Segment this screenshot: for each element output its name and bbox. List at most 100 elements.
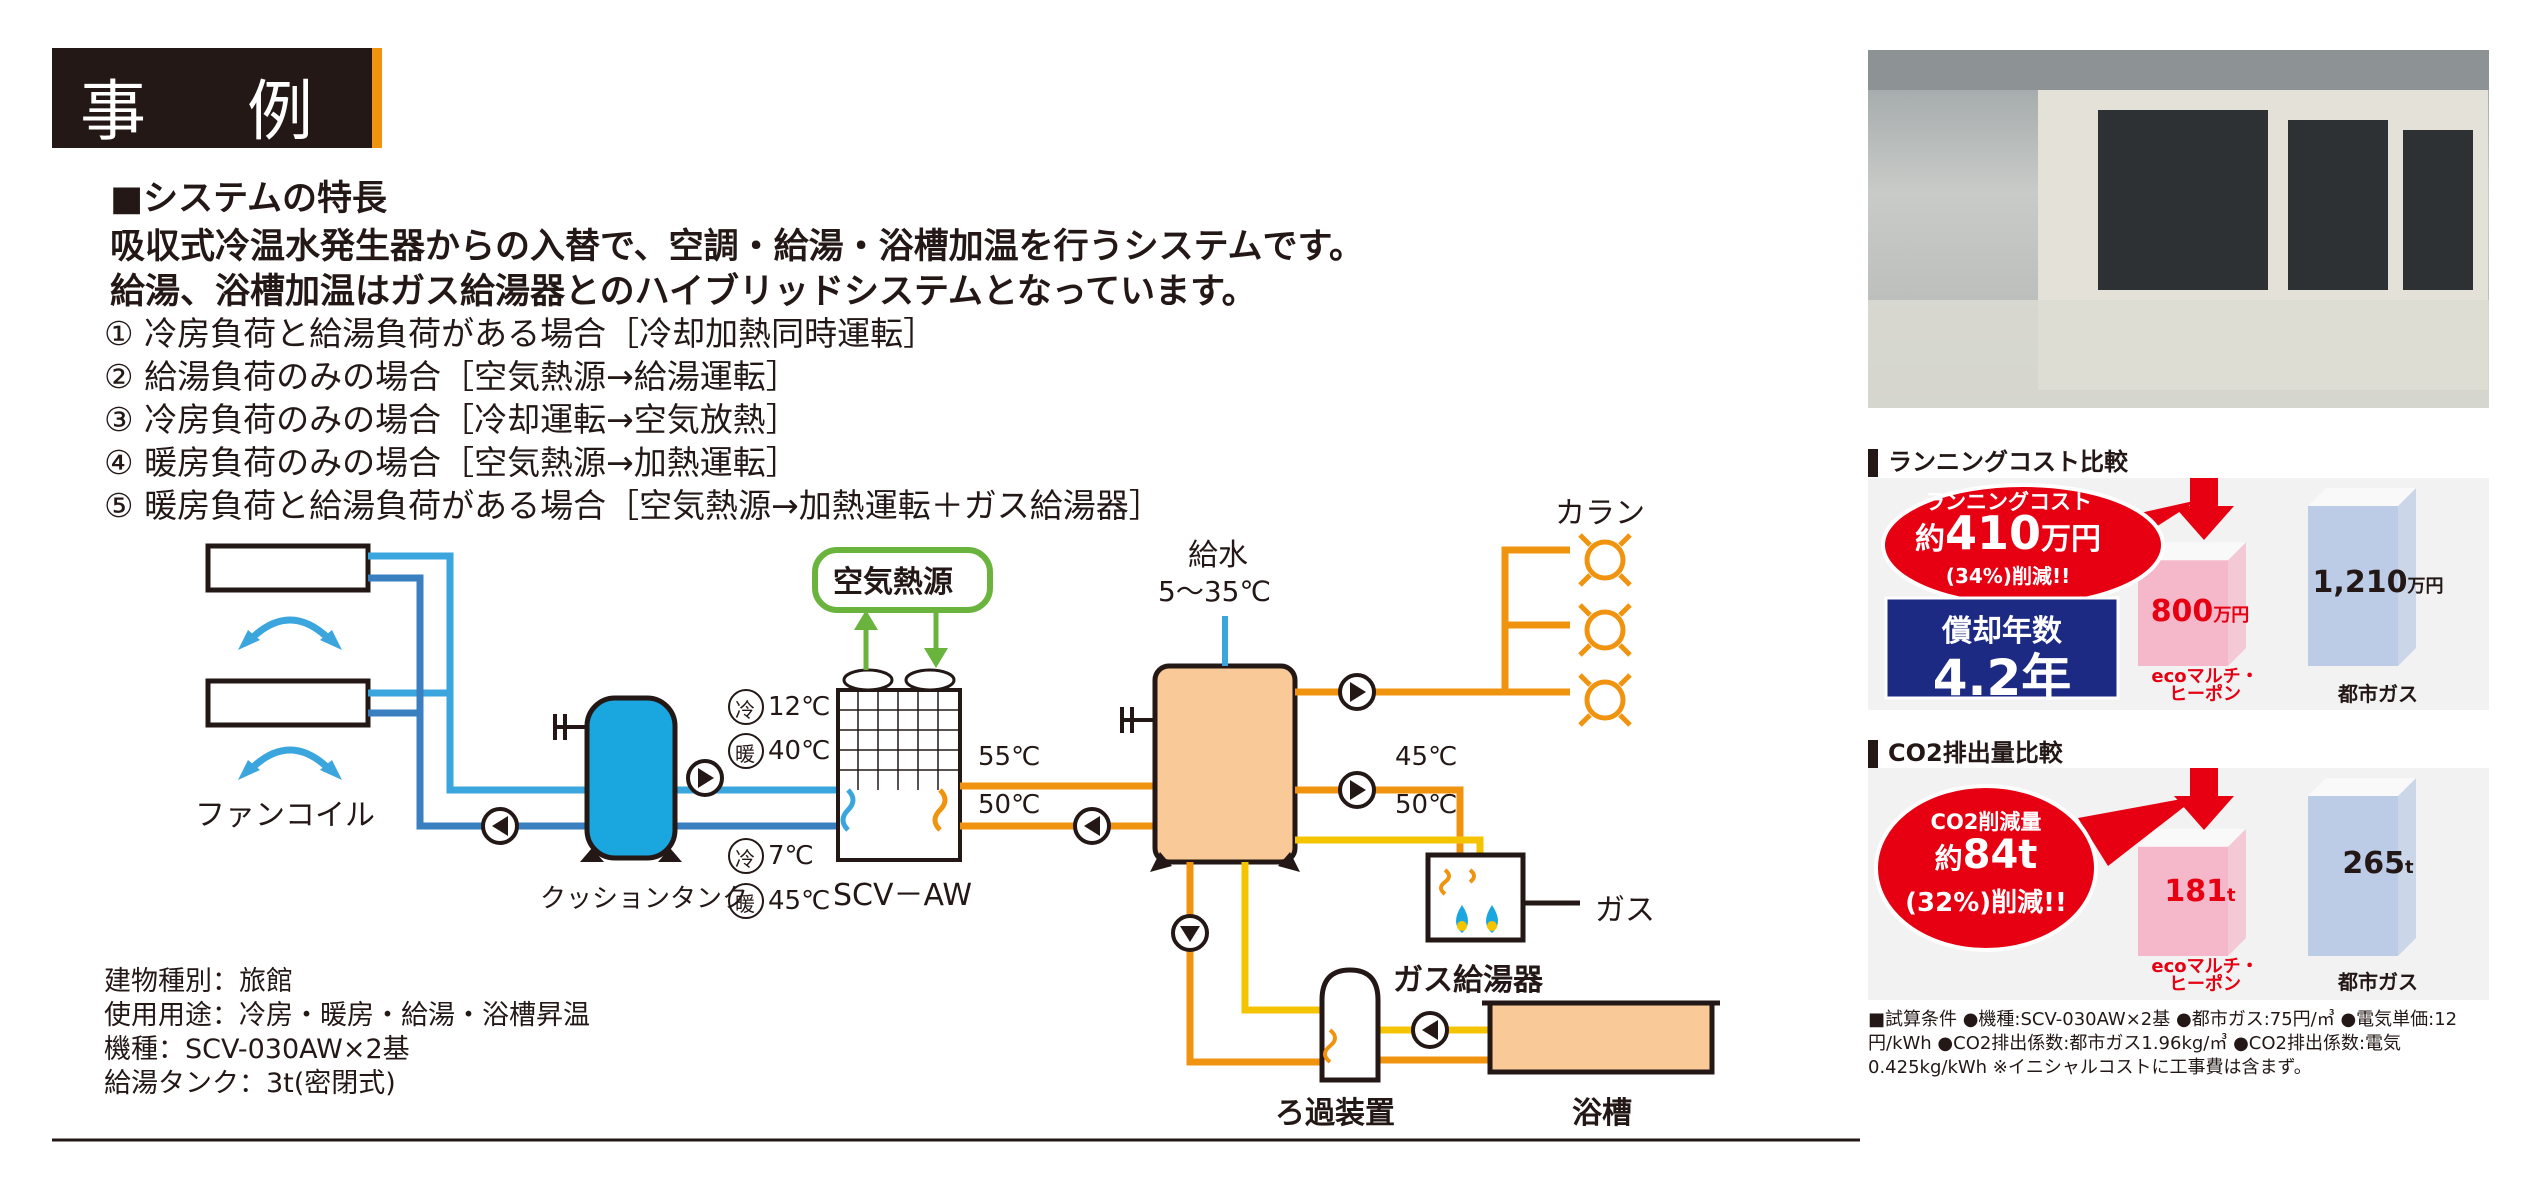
- building-tank: 給湯タンク：3t(密閉式): [104, 1068, 396, 1099]
- warm-mark: 暖: [735, 892, 755, 916]
- pump-icon: [1338, 673, 1376, 711]
- faucet-icon: [1578, 533, 1632, 587]
- reduction-arrow-icon: [2174, 478, 2234, 540]
- features-heading: ■システムの特長: [110, 179, 388, 219]
- warm-40-temp: 40℃: [768, 736, 831, 766]
- eco-cost-bar-top: [2138, 542, 2246, 561]
- gas-co2-label: 都市ガス: [2338, 970, 2418, 994]
- gas-heater: [1425, 852, 1526, 943]
- faucet-pipes: [1295, 546, 1570, 696]
- running-cost-chart: [1881, 478, 2416, 700]
- system-diagram: [52, 533, 1860, 1142]
- cool-mark: 冷: [735, 698, 755, 722]
- cushion-tank: [584, 695, 678, 861]
- hot-water-tank: [1152, 663, 1298, 865]
- features-line-2: 給湯、浴槽加温はガス給湯器とのハイブリッドシステムとなっています。: [110, 272, 1257, 312]
- gas-co2-bar-top: [2308, 778, 2416, 796]
- tank-valve-icon: [1120, 707, 1155, 733]
- calc-conditions-note: ■試算条件 ●機種:SCV-030AW×2基 ●都市ガス:75円/㎥ ●電気単価…: [1868, 1009, 2458, 1078]
- air-flow-arrows: [863, 610, 939, 670]
- co2-bubble-percent: (32%)削減!!: [1905, 888, 2067, 918]
- pump-icon: [1338, 771, 1376, 809]
- fan-icon: [842, 668, 894, 692]
- gas-cost-bar-top: [2308, 488, 2416, 506]
- pump-icon: [1171, 914, 1209, 952]
- gas-co2-bar: [2308, 796, 2398, 956]
- mode-1: ① 冷房負荷と給湯負荷がある場合［冷却加熱同時運転］: [104, 314, 937, 353]
- eco-label: ecoマルチ・ヒーポン: [2151, 666, 2259, 705]
- water-temp-label: 5〜35℃: [1158, 575, 1271, 608]
- bathtub: [1487, 1003, 1715, 1075]
- pump-icon: [481, 807, 519, 845]
- bathtub-label: 浴槽: [1572, 1096, 1632, 1131]
- bubble-amount: 約410万円: [1914, 506, 2102, 560]
- gas-label: ガス: [1595, 893, 1655, 928]
- temp-45: 45℃: [1395, 742, 1458, 772]
- airflow-arrowheads: [238, 630, 342, 780]
- hot-water-pipes: [960, 782, 1155, 830]
- gas-co2-bar-side: [2398, 778, 2416, 956]
- temp-50b: 50℃: [1395, 790, 1458, 820]
- gas-label: 都市ガス: [2338, 682, 2418, 706]
- flame-icon: [1456, 905, 1498, 933]
- eco-co2-bar-side: [2228, 828, 2246, 956]
- tank-valve-icon: [553, 714, 587, 740]
- eco-co2-bar: [2138, 846, 2228, 956]
- air-source-box: [812, 547, 993, 613]
- warm-mark: 暖: [735, 742, 755, 766]
- fan-coil-unit-2: [205, 678, 371, 728]
- pump-icon: [1073, 807, 1111, 845]
- section-header: 事 例: [52, 48, 382, 150]
- airflow-icon: [247, 616, 333, 773]
- scv-coil-grid: [838, 690, 960, 790]
- faucet-icon: [1578, 673, 1632, 727]
- fan-coil-label: ファンコイル: [195, 798, 375, 833]
- water-supply-label: 給水: [1188, 538, 1248, 573]
- gas-cost-value: 1,210万円: [2312, 565, 2444, 600]
- cushion-tank-label: クッションタンク: [540, 884, 749, 914]
- running-cost-heading: ランニングコスト比較: [1868, 442, 2128, 477]
- eco-cost-bar-side: [2228, 542, 2246, 666]
- equipment-photo: [1868, 50, 2489, 408]
- payback-years: 4.2年: [1932, 649, 2072, 707]
- eco-co2-bar-top: [2138, 828, 2246, 847]
- co2-bubble-label: CO2削減量: [1930, 810, 2042, 834]
- bubble-percent: (34%)削減!!: [1945, 564, 2071, 588]
- payback-box: [1884, 596, 2120, 700]
- warm-45-temp: 45℃: [768, 886, 831, 916]
- section-title: 事 例: [80, 73, 353, 150]
- building-model: 機種：SCV-030AW×2基: [104, 1034, 410, 1065]
- gas-cost-bar-side: [2398, 488, 2416, 666]
- co2-bubble-amount: 約84t: [1934, 832, 2038, 878]
- eco-cost-value: 800万円: [2150, 594, 2250, 629]
- gas-cost-bar: [2308, 506, 2398, 666]
- faucet-icon: [1578, 603, 1632, 657]
- reduction-arrow-icon: [2174, 768, 2234, 830]
- mode-3: ③ 冷房負荷のみの場合［冷却運転→空気放熱］: [104, 400, 799, 439]
- features-line-1: 吸収式冷温水発生器からの入替で、空調・給湯・浴槽加温を行うシステムです。: [110, 227, 1365, 267]
- pump-icon: [1411, 1011, 1449, 1049]
- fan-coil-unit-1: [205, 543, 371, 593]
- gas-heater-label: ガス給湯器: [1393, 963, 1543, 998]
- filter-unit: [1319, 967, 1381, 1083]
- cool-7-temp: 7℃: [768, 841, 814, 871]
- building-type: 建物種別：旅館: [104, 966, 293, 997]
- eco-co2-label: ecoマルチ・ヒーポン: [2151, 956, 2259, 995]
- payback-label: 償却年数: [1942, 614, 2062, 649]
- co2-heading: CO2排出量比較: [1868, 733, 2063, 768]
- building-usage: 使用用途：冷房・暖房・給湯・浴槽昇温: [104, 1000, 590, 1031]
- cool-12-temp: 12℃: [768, 692, 831, 722]
- faucet-label: カラン: [1555, 496, 1645, 531]
- mode-2: ② 給湯負荷のみの場合［空気熱源→給湯運転］: [104, 357, 799, 396]
- eco-co2-value: 181t: [2164, 874, 2236, 909]
- scv-aw-unit: [836, 688, 962, 862]
- bubble-label: ランニングコスト: [1924, 490, 2092, 514]
- eco-cost-bar: [2138, 560, 2228, 666]
- gas-co2-value: 265t: [2342, 846, 2414, 881]
- filter-label: ろ過装置: [1275, 1096, 1395, 1131]
- pump-icon: [686, 759, 724, 797]
- temp-55: 55℃: [978, 742, 1041, 772]
- cool-mark: 冷: [735, 847, 755, 871]
- air-source-label: 空気熱源: [833, 565, 953, 600]
- mode-4: ④ 暖房負荷のみの場合［空気熱源→加熱運転］: [104, 443, 799, 482]
